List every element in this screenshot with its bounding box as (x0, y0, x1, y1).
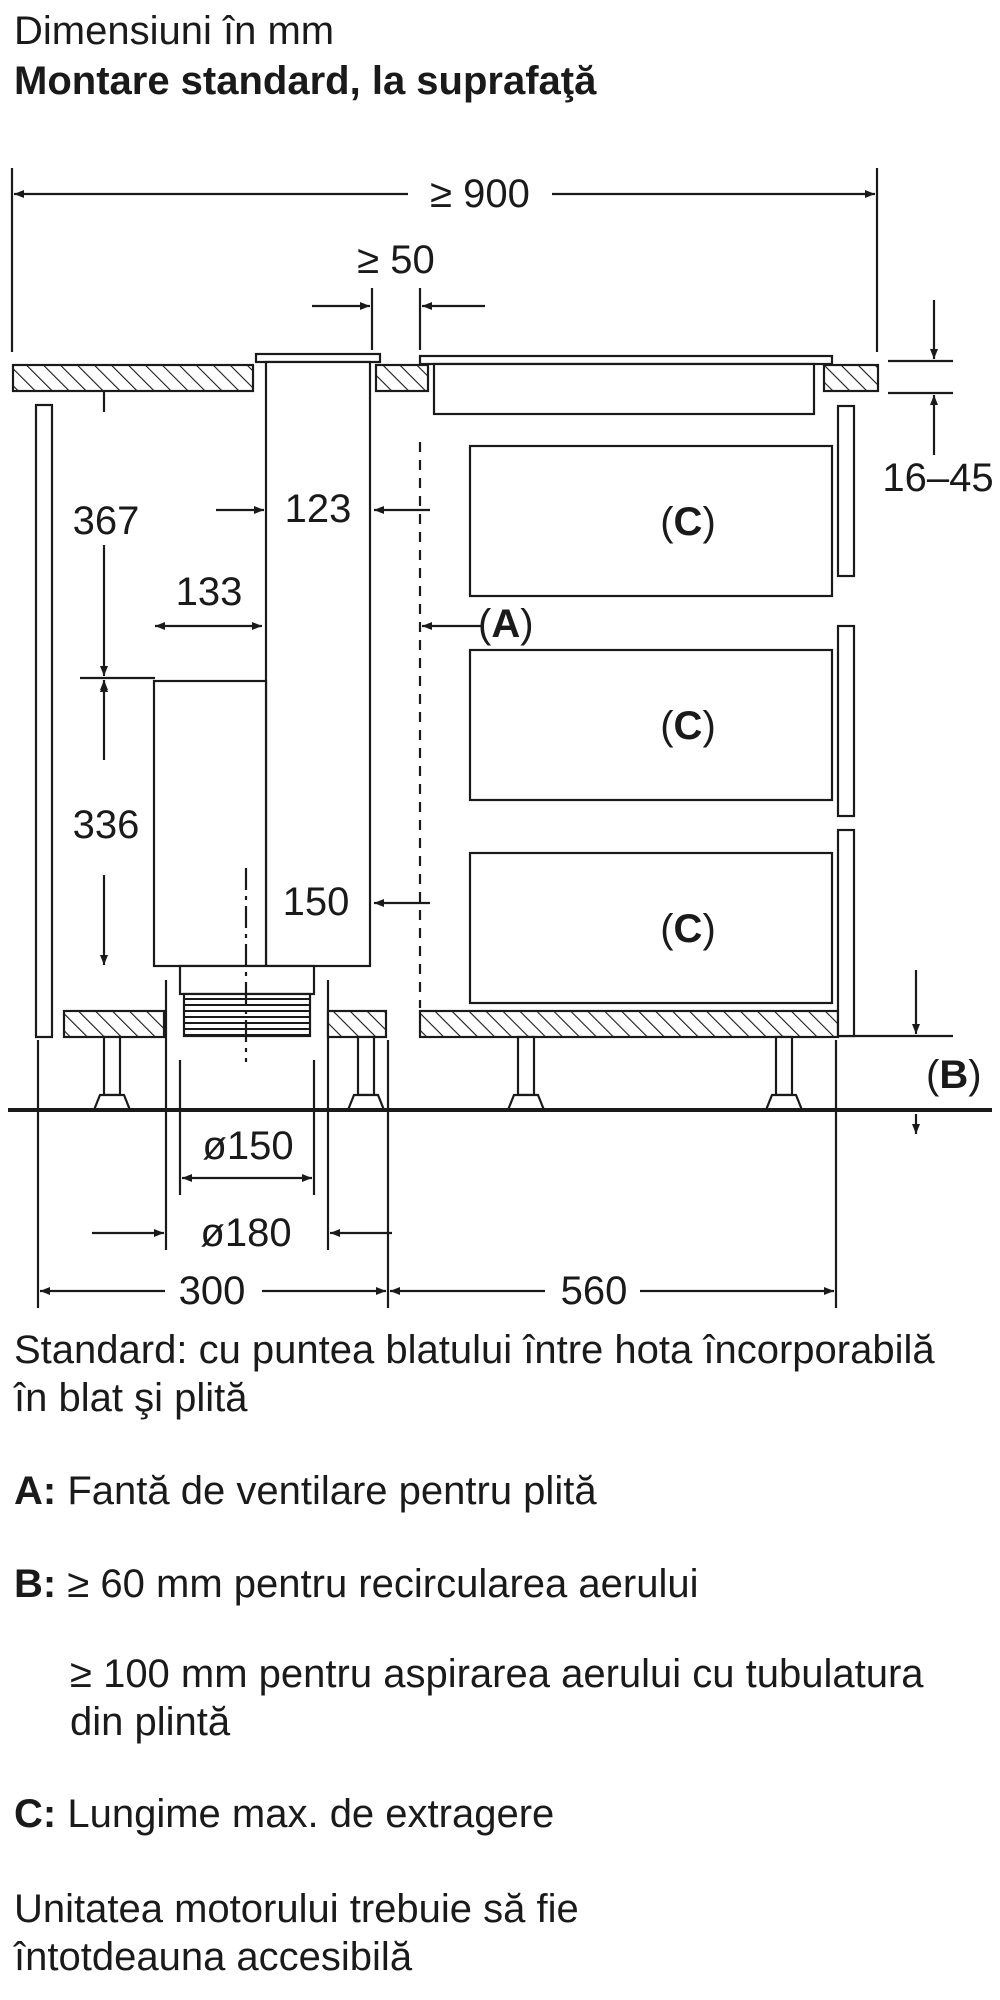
note-a-text: Fantă de ventilare pentru plită (67, 1469, 597, 1513)
note-standard: Standard: cu puntea blatului între hota … (14, 1328, 935, 1420)
callout-c-bottom: (C) (660, 907, 716, 951)
dim-width-560: 560 (561, 1269, 628, 1313)
callout-a: (A) (478, 602, 534, 646)
svg-text:(C): (C) (660, 907, 716, 951)
dim-height-lower: 336 (73, 803, 140, 847)
svg-text:(C): (C) (660, 500, 716, 544)
callout-b-letter: B (939, 1053, 968, 1097)
note-b-extra: ≥ 100 mm pentru aspirarea aerului cu tub… (14, 1650, 974, 1746)
dim-gap: ≥ 50 (357, 238, 435, 282)
note-c: C: Lungime max. de extragere (14, 1790, 974, 1838)
callout-c-letter: C (674, 704, 703, 748)
note-b-label: B: (14, 1562, 57, 1606)
note-a-label: A: (14, 1469, 57, 1513)
callout-c-middle: (C) (660, 704, 716, 748)
note-footer: Unitatea motorului trebuie să fie întotd… (14, 1887, 579, 1979)
callout-b: (B) (926, 1053, 982, 1097)
note-b-text2: ≥ 100 mm pentru aspirarea aerului cu tub… (70, 1652, 924, 1744)
dim-countertop-thickness: 16–45 (882, 456, 993, 500)
note-c-label: C: (14, 1792, 57, 1836)
dim-width-123: 123 (285, 487, 352, 531)
dim-total-width: ≥ 900 (430, 172, 530, 216)
page-title-mounting: Montare standard, la suprafaţă (14, 59, 597, 103)
note-b-text: ≥ 60 mm pentru recircularea aerului (67, 1562, 699, 1606)
dim-width-150: 150 (283, 880, 350, 924)
dim-height-upper: 367 (73, 499, 140, 543)
callout-c-letter: C (674, 500, 703, 544)
note-a: A: Fantă de ventilare pentru plită (14, 1467, 974, 1515)
dim-dia-180: ø180 (200, 1211, 291, 1255)
dim-width-133: 133 (176, 570, 243, 614)
callout-c-letter: C (674, 907, 703, 951)
callout-c-top: (C) (660, 500, 716, 544)
installation-dimension-drawing: ≥ 900 ≥ 50 16–45 367 336 133 123 150 ø15… (8, 168, 994, 1313)
page-title-units: Dimensiuni în mm (14, 9, 335, 53)
svg-text:(C): (C) (660, 704, 716, 748)
dim-dia-150: ø150 (202, 1124, 293, 1168)
callout-a-letter: A (491, 602, 520, 646)
note-b: B: ≥ 60 mm pentru recircularea aerului (14, 1560, 974, 1608)
svg-text:(A): (A) (478, 602, 534, 646)
svg-text:(B): (B) (926, 1053, 982, 1097)
dim-width-300: 300 (179, 1269, 246, 1313)
note-c-text: Lungime max. de extragere (67, 1792, 555, 1836)
